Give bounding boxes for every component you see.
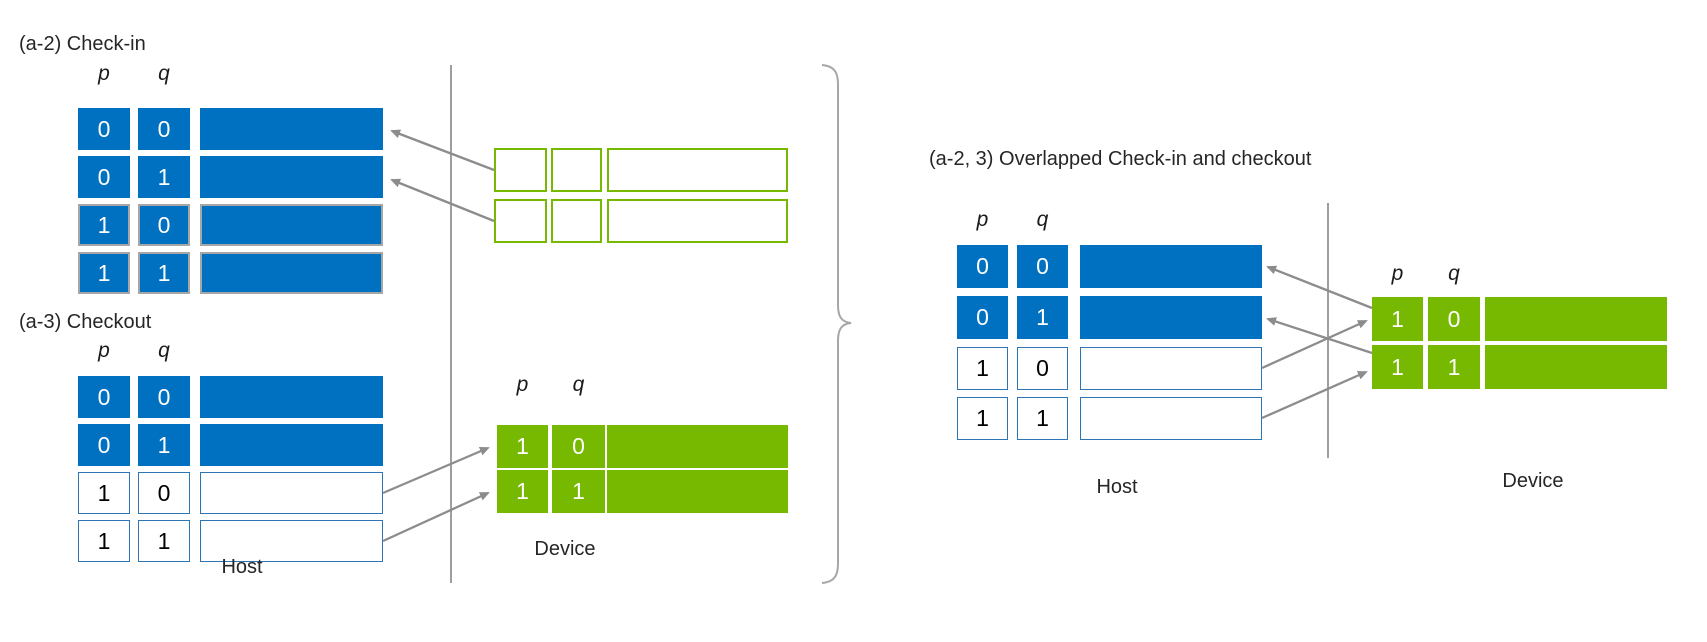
device-bottom-memory-bar xyxy=(607,470,788,513)
overlapped-device-cell-q: 0 xyxy=(1428,297,1480,341)
overlapped-device-memory-bar xyxy=(1485,297,1667,341)
overlapped-host-cell-p: 1 xyxy=(957,397,1008,440)
device-staging-q-box xyxy=(551,199,602,243)
overlapped-host-header-q: q xyxy=(1036,208,1049,231)
overlapped-checkout-arrow xyxy=(1261,319,1368,370)
checkout-cell-q: 1 xyxy=(138,520,190,562)
checkin-memory-bar xyxy=(200,204,383,246)
overlapped-device-cell-q: 1 xyxy=(1428,345,1480,389)
checkin-header-q: q xyxy=(158,62,170,85)
checkin-cell-q: 1 xyxy=(138,252,190,294)
checkin-cell-p: 1 xyxy=(78,204,130,246)
checkin-header-p: p xyxy=(98,62,110,85)
overlapped-device-cell-p: 1 xyxy=(1372,297,1423,341)
checkout-arrow xyxy=(382,446,490,495)
overlapped-host-cell-p: 0 xyxy=(957,245,1008,288)
device-bottom-cell-q: 0 xyxy=(552,425,605,468)
checkout-arrow xyxy=(382,491,490,543)
checkin-arrow xyxy=(390,178,495,223)
checkout-header-p: p xyxy=(98,339,110,362)
checkin-memory-bar xyxy=(200,108,383,150)
checkin-memory-bar xyxy=(200,156,383,198)
checkout-memory-bar-empty xyxy=(200,472,383,514)
device-bottom-header-p: p xyxy=(516,373,529,396)
overlapped-device-header-q: q xyxy=(1448,262,1460,285)
overlapped-device-cell-p: 1 xyxy=(1372,345,1423,389)
overlapped-host-memory-bar-empty xyxy=(1080,397,1262,440)
grouping-brace xyxy=(821,64,852,584)
device-staging-p-box xyxy=(494,199,547,243)
overlapped-device-header-p: p xyxy=(1391,262,1404,285)
checkout-cell-q: 1 xyxy=(138,424,190,466)
overlapped-host-memory-bar xyxy=(1080,296,1262,339)
overlapped-host-cell-q: 1 xyxy=(1017,296,1068,339)
device-label-right: Device xyxy=(1502,470,1564,492)
checkin-cell-p: 0 xyxy=(78,156,130,198)
overlapped-title: (a-2, 3) Overlapped Check-in and checkou… xyxy=(929,148,1312,170)
checkin-cell-q: 1 xyxy=(138,156,190,198)
overlapped-checkout-arrow xyxy=(1261,370,1368,420)
overlapped-host-header-p: p xyxy=(976,208,989,231)
checkin-cell-p: 0 xyxy=(78,108,130,150)
checkout-cell-p: 1 xyxy=(78,520,130,562)
overlapped-host-cell-q: 0 xyxy=(1017,245,1068,288)
host-label-left: Host xyxy=(221,556,263,578)
checkin-title: (a-2) Check-in xyxy=(19,33,146,55)
checkout-cell-q: 0 xyxy=(138,376,190,418)
device-label-left: Device xyxy=(534,538,596,560)
checkout-title: (a-3) Checkout xyxy=(19,311,152,333)
device-bottom-cell-q: 1 xyxy=(552,470,605,513)
overlapped-device-memory-bar xyxy=(1485,345,1667,389)
overlapped-host-memory-bar-empty xyxy=(1080,347,1262,390)
overlapped-host-cell-p: 0 xyxy=(957,296,1008,339)
checkout-cell-p: 0 xyxy=(78,424,130,466)
checkin-cell-q: 0 xyxy=(138,204,190,246)
checkout-memory-bar-empty xyxy=(200,520,383,562)
device-staging-bar xyxy=(607,148,788,192)
checkin-arrow xyxy=(390,129,495,172)
host-label-right: Host xyxy=(1096,476,1138,498)
checkout-header-q: q xyxy=(158,339,170,362)
device-bottom-cell-p: 1 xyxy=(497,425,548,468)
overlapped-checkin-arrow xyxy=(1266,317,1373,355)
checkout-cell-q: 0 xyxy=(138,472,190,514)
device-staging-p-box xyxy=(494,148,547,192)
device-bottom-header-q: q xyxy=(572,373,585,396)
overlapped-checkin-arrow xyxy=(1266,265,1373,310)
checkout-cell-p: 0 xyxy=(78,376,130,418)
device-staging-bar xyxy=(607,199,788,243)
checkin-cell-q: 0 xyxy=(138,108,190,150)
overlapped-host-memory-bar xyxy=(1080,245,1262,288)
checkout-memory-bar xyxy=(200,376,383,418)
checkout-memory-bar xyxy=(200,424,383,466)
overlapped-host-cell-p: 1 xyxy=(957,347,1008,390)
overlapped-host-cell-q: 1 xyxy=(1017,397,1068,440)
device-bottom-memory-bar xyxy=(607,425,788,468)
checkin-cell-p: 1 xyxy=(78,252,130,294)
device-bottom-cell-p: 1 xyxy=(497,470,548,513)
device-staging-q-box xyxy=(551,148,602,192)
overlapped-host-cell-q: 0 xyxy=(1017,347,1068,390)
checkin-memory-bar xyxy=(200,252,383,294)
checkout-cell-p: 1 xyxy=(78,472,130,514)
